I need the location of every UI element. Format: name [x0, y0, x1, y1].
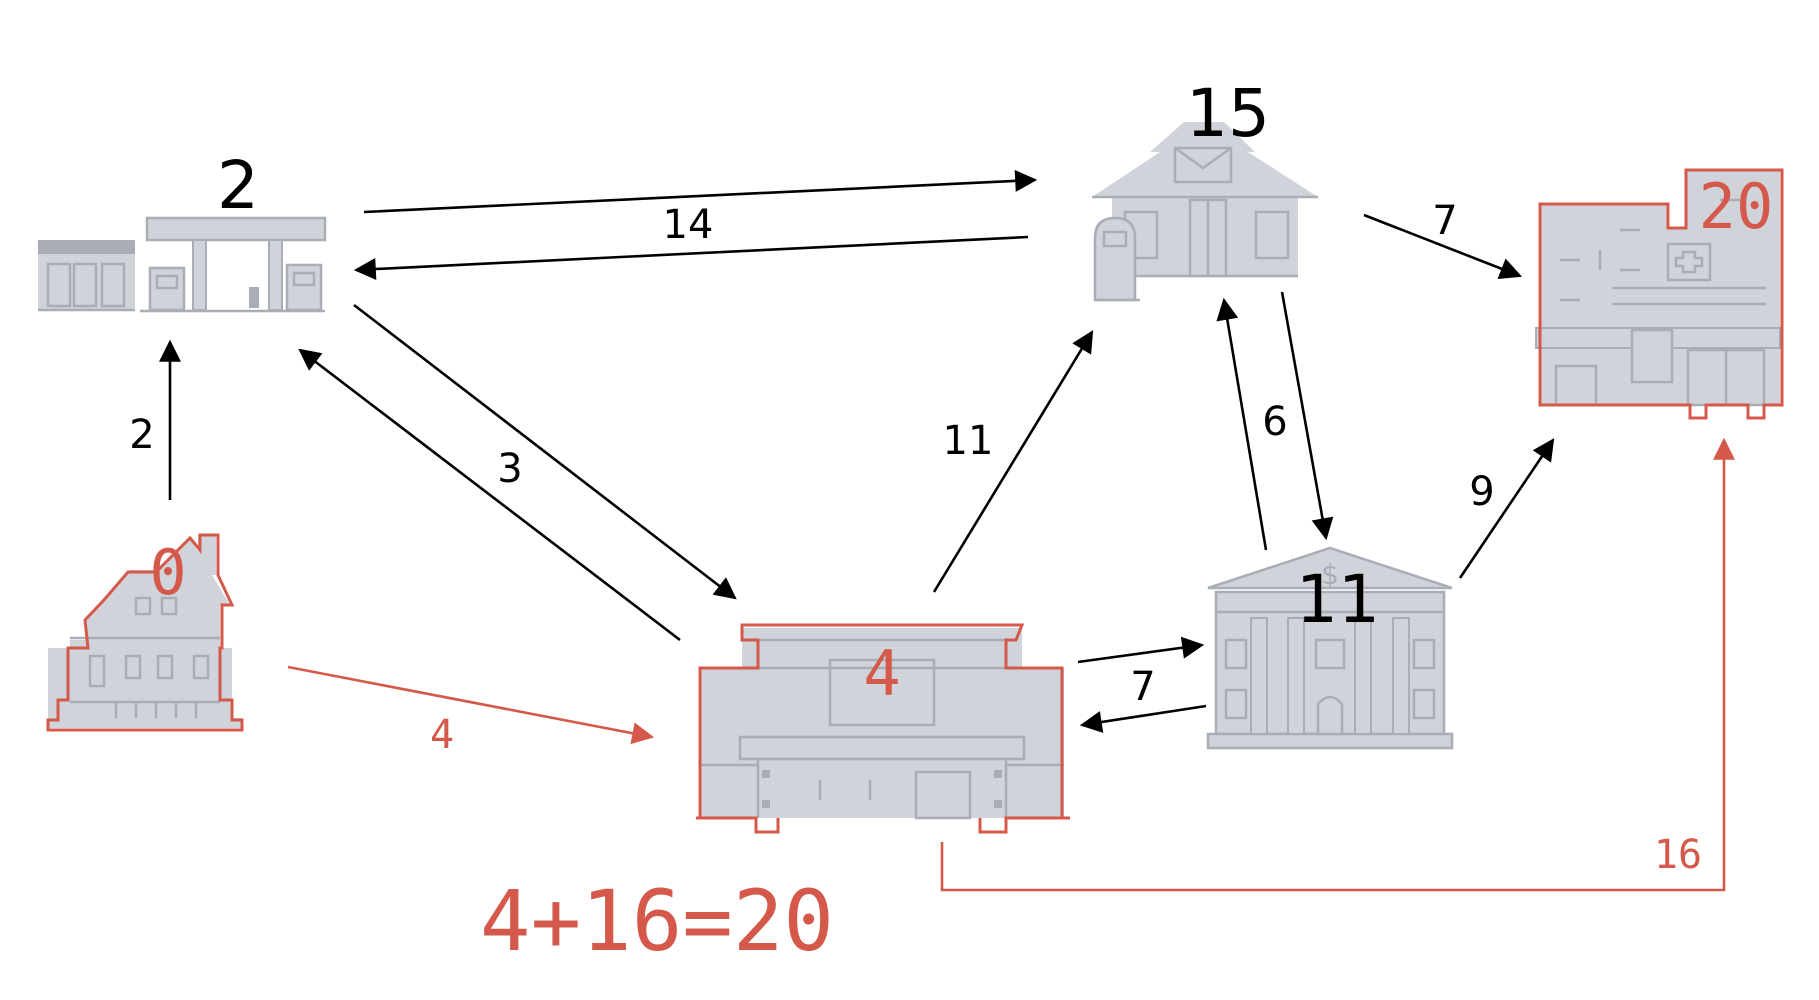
edge-mall-hospital — [940, 437, 1735, 892]
weight-post-hospital: 7 — [1432, 198, 1457, 244]
node-distances: 0 2 4 15 11 20 — [149, 75, 1773, 710]
post-office-icon — [1092, 122, 1318, 302]
edge-mall-gas — [298, 348, 681, 642]
edge-mall-post — [932, 330, 1094, 593]
edges — [159, 169, 1735, 892]
weight-house-gas: 2 — [129, 412, 154, 458]
edge-gas-mall — [353, 303, 737, 600]
distance-mall: 4 — [863, 637, 900, 710]
edge-bank-post — [1216, 297, 1268, 551]
weight-mall-post: 11 — [943, 418, 994, 464]
weight-mall-hospital: 16 — [1654, 832, 1702, 878]
distance-hospital: 20 — [1699, 170, 1774, 243]
weight-gas-post: 14 — [663, 202, 714, 248]
edge-house-mall — [287, 665, 655, 745]
weight-mall-bank: 7 — [1130, 664, 1155, 710]
mall-icon — [696, 623, 1070, 834]
weight-bank-hospital: 9 — [1469, 469, 1494, 515]
edge-mall-bank — [1077, 636, 1205, 664]
bank-icon: $ — [1206, 546, 1454, 750]
weight-house-mall: 4 — [430, 712, 454, 758]
distance-house: 0 — [149, 536, 186, 609]
edge-bank-hospital — [1458, 438, 1555, 579]
svg-text:$: $ — [1321, 558, 1339, 591]
weight-gas-mall: 3 — [497, 446, 522, 492]
distance-post-office: 15 — [1186, 75, 1270, 152]
edge-weights: 2 4 14 3 11 7 6 7 9 16 — [129, 198, 1702, 878]
hospital-icon — [1535, 168, 1784, 420]
path-sum-formula: 4+16=20 — [480, 872, 834, 970]
distance-gas-station: 2 — [217, 147, 259, 224]
edge-bank-mall — [1079, 704, 1207, 733]
weight-post-bank: 6 — [1262, 399, 1287, 445]
edge-post-hospital — [1363, 213, 1523, 280]
house-icon — [46, 533, 244, 732]
edge-gas-post — [363, 169, 1038, 214]
edge-post-gas — [353, 235, 1029, 281]
distance-bank: 11 — [1296, 561, 1380, 638]
edge-post-bank — [1280, 291, 1334, 541]
gas-station-icon — [38, 216, 327, 313]
